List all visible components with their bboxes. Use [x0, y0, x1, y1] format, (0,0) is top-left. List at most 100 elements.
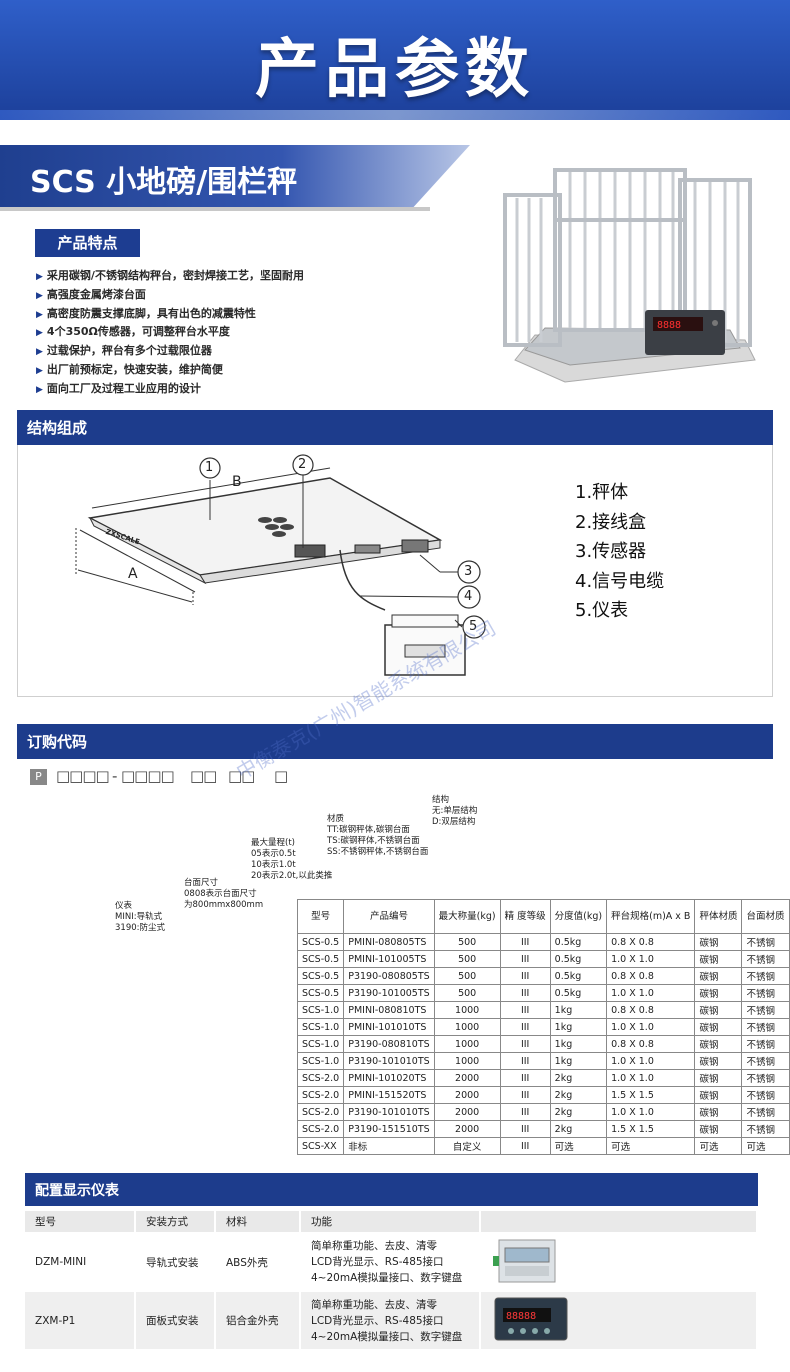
instrument-material: 铝合金外壳	[215, 1290, 301, 1349]
spec-cell: III	[499, 1001, 551, 1019]
spec-cell: P3190-080805TS	[343, 967, 435, 985]
bullet-icon: ▶	[36, 290, 43, 301]
spec-cell: III	[499, 984, 551, 1002]
size-code-desc2: 为800mmx800mm	[184, 900, 264, 910]
instrument-model: DZM-MINI	[25, 1232, 136, 1291]
spec-cell: PMINI-101020TS	[343, 1069, 435, 1087]
spec-cell: 碳钢	[694, 1001, 743, 1019]
spec-cell: SCS-0.5	[296, 984, 345, 1002]
dimension-a-label: A	[128, 566, 138, 582]
spec-cell: III	[499, 1103, 551, 1121]
spec-cell: III	[499, 933, 551, 951]
spec-cell: 可选	[606, 1137, 696, 1155]
feature-text: 高强度金属烤漆台面	[46, 287, 146, 301]
legend-item: 2.接线盒	[575, 511, 647, 533]
spec-cell: 1.0 X 1.0	[606, 1069, 696, 1087]
instrument-image-cell	[480, 1232, 758, 1291]
material-code-ss: SS:不锈钢秤体,不锈钢台面	[327, 847, 429, 857]
features-label: 产品特点	[35, 229, 140, 257]
spec-cell: 1kg	[549, 1001, 608, 1019]
ordering-title: 订购代码	[27, 733, 88, 751]
spec-cell: 碳钢	[694, 950, 743, 968]
spec-cell: 1.5 X 1.5	[606, 1120, 696, 1138]
spec-cell: 2kg	[549, 1103, 608, 1121]
col-image	[480, 1211, 758, 1233]
size-code-desc: 台面尺寸 0808表示台面尺寸 为800mmx800mm	[184, 878, 263, 911]
spec-cell: SCS-0.5	[296, 933, 345, 951]
header-banner: 产品参数	[0, 0, 790, 120]
spec-cell: 自定义	[433, 1137, 501, 1155]
spec-cell: P3190-151510TS	[343, 1120, 435, 1138]
spec-cell: III	[499, 1035, 551, 1053]
instrument-function: 简单称重功能、去皮、清零 LCD背光显示、RS-485接口 4~20mA模拟量接…	[300, 1232, 481, 1291]
dzm-mini-instrument-image	[493, 1239, 556, 1282]
spec-cell: III	[499, 1086, 551, 1104]
feature-text: 出厂前预标定，快速安装，维护简便	[46, 362, 223, 376]
product-title: SCS 小地磅/围栏秤	[30, 165, 298, 200]
capacity-code-desc: 最大量程(t) 05表示0.5t 10表示1.0t 20表示2.0t,以此类推	[251, 838, 332, 882]
features-list: ▶采用碳钢/不锈钢结构秤台，密封焊接工艺，坚固耐用 ▶高强度金属烤漆台面 ▶高密…	[36, 267, 304, 399]
spec-cell: 2000	[433, 1103, 501, 1121]
spec-cell: 非标	[343, 1137, 435, 1155]
legend-item: 3.传感器	[575, 541, 647, 562]
capacity-code-10: 10表示1.0t	[251, 860, 296, 870]
spec-cell: PMINI-080805TS	[343, 933, 435, 951]
instrument-material: ABS外壳	[215, 1232, 301, 1291]
spec-cell: 1kg	[549, 1052, 608, 1070]
spec-cell: P3190-101010TS	[343, 1103, 435, 1121]
capacity-code-title: 最大量程(t)	[251, 838, 295, 848]
spec-cell: 2kg	[549, 1086, 608, 1104]
spec-cell: 不锈钢	[741, 1001, 790, 1019]
spec-cell: 0.5kg	[549, 950, 608, 968]
spec-cell: 可选	[694, 1137, 743, 1155]
spec-cell: 1.0 X 1.0	[606, 1103, 696, 1121]
instrument-model: ZXM-P1	[25, 1290, 136, 1349]
spec-cell: 不锈钢	[741, 984, 790, 1002]
bullet-icon: ▶	[36, 272, 43, 282]
spec-cell: 碳钢	[694, 984, 743, 1002]
spec-cell: 不锈钢	[741, 933, 790, 951]
material-code-tt: TT:碳钢秤体,碳钢台面	[327, 825, 410, 835]
legend-item: 5.仪表	[575, 600, 629, 621]
code-group-instrument: □□□□	[56, 767, 110, 785]
spec-cell: 碳钢	[694, 933, 743, 951]
spec-cell: 2kg	[549, 1069, 608, 1087]
spec-cell: III	[499, 1120, 551, 1138]
instrument-code-mini: MINI:导轨式	[115, 912, 163, 922]
spec-cell: 0.8 X 0.8	[606, 967, 696, 985]
spec-cell: 0.5kg	[549, 984, 608, 1002]
feature-item: ▶高密度防震支撑底脚，具有出色的减震特性	[36, 305, 304, 324]
capacity-code-20: 20表示2.0t,以此类推	[251, 871, 333, 881]
feature-item: ▶面向工厂及过程工业应用的设计	[36, 380, 304, 399]
spec-cell: 不锈钢	[741, 950, 790, 968]
instruments-table-header: 型号 安装方式 材料 功能	[25, 1211, 758, 1233]
function-line: 简单称重功能、去皮、清零	[311, 1298, 437, 1311]
spec-cell: III	[499, 1069, 551, 1087]
instrument-code-desc: 仪表 MINI:导轨式 3190:防尘式	[115, 901, 165, 934]
spec-cell: 0.5kg	[549, 933, 608, 951]
spec-header-cell: 分度值(kg)	[549, 899, 608, 934]
callout-3: 3	[464, 564, 473, 579]
code-dash: -	[112, 767, 118, 785]
spec-cell: 碳钢	[694, 967, 743, 985]
spec-cell: 不锈钢	[741, 1052, 790, 1070]
instruments-section-header: 配置显示仪表	[25, 1173, 758, 1206]
spec-header-cell: 最大称量(kg)	[433, 899, 501, 934]
spec-cell: 500	[433, 933, 501, 951]
spec-cell: 碳钢	[694, 1052, 743, 1070]
spec-cell: 1000	[433, 1052, 501, 1070]
spec-cell: SCS-1.0	[296, 1052, 345, 1070]
spec-cell: 2000	[433, 1120, 501, 1138]
feature-item: ▶出厂前预标定，快速安装，维护简便	[36, 361, 304, 380]
dimension-b-label: B	[232, 474, 242, 490]
spec-cell: 不锈钢	[741, 1018, 790, 1036]
spec-cell: 不锈钢	[741, 1069, 790, 1087]
